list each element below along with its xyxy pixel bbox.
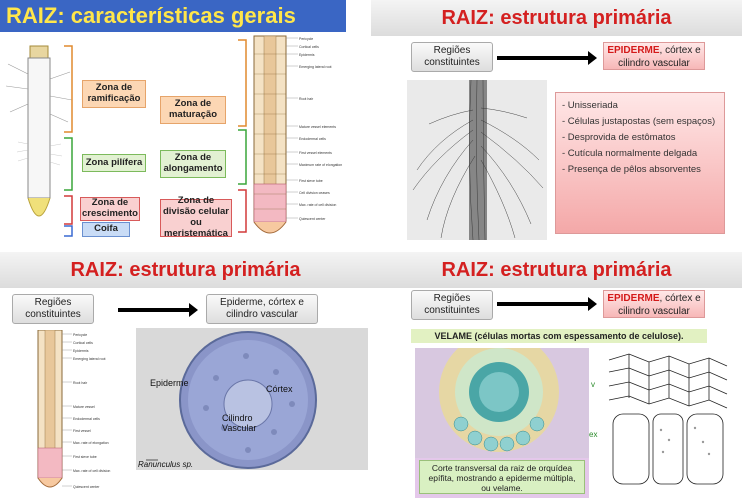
arrow-right [497,51,597,65]
regions-box: Regiões constituintes [12,294,94,324]
svg-text:Emerging lateral root: Emerging lateral root [73,357,106,361]
zone-crescimento: Zona de crescimento [80,197,140,221]
epidermis-features-list: - Unisseriada - Células justapostas (sem… [555,92,725,234]
target-rest: , córtex e cilindro vascular [618,45,701,69]
svg-text:Endodermal cells: Endodermal cells [299,137,326,141]
svg-text:Endodermal cells: Endodermal cells [73,417,100,421]
feature-item: - Cutícula normalmente delgada [562,147,698,159]
svg-text:First sieve tube: First sieve tube [299,179,323,183]
target-box: Epiderme, córtex e cilindro vascular [206,294,318,324]
svg-text:Epidermis: Epidermis [299,53,315,57]
svg-text:Max. rate of cell division: Max. rate of cell division [299,203,336,207]
zone-pilifera: Zona pilífera [82,154,146,172]
panel3-title: RAIZ: estrutura primária [0,252,371,288]
panel4-title: RAIZ: estrutura primária [371,252,742,288]
arrow-right [497,297,597,311]
panel2-title: RAIZ: estrutura primária [371,0,742,36]
zone-divisao-celular: Zona de divisão celular ou meristemática [160,195,232,239]
target-strong: EPIDERME [607,45,660,56]
arrow-right [118,303,198,317]
svg-text:First vessel elements: First vessel elements [299,151,332,155]
feature-item: - Presença de pêlos absorventes [562,163,701,175]
velame-note: VELAME (células mortas com espessamento … [411,329,707,343]
panel-primary-structure-velame: RAIZ: estrutura primária Regiões constit… [371,252,742,504]
svg-text:First sieve tube: First sieve tube [73,455,97,459]
velame-cell-drawing [599,350,735,500]
target-rest: , córtex e cilindro vascular [618,293,701,317]
label-ex: ex [589,430,598,439]
root-drawing-whole [5,45,73,217]
label-cilindro-vascular: Cilindro Vascular [222,413,257,433]
svg-text:Epidermis: Epidermis [73,349,89,353]
panel-primary-structure-regions: RAIZ: estrutura primária Regiões constit… [0,252,371,504]
target-strong: EPIDERME [607,293,660,304]
regions-box: Regiões constituintes [411,290,493,320]
svg-text:Root hair: Root hair [73,381,88,385]
feature-item: - Desprovida de estômatos [562,131,676,143]
label-epiderme: Epiderme [150,378,189,388]
svg-text:Cortical cells: Cortical cells [299,45,319,49]
svg-text:Emerging lateral root: Emerging lateral root [299,65,332,69]
feature-item: - Células justapostas (sem espaços) [562,115,716,127]
svg-text:Max. rate of elongation: Max. rate of elongation [73,441,109,445]
svg-text:Cell division ceases: Cell division ceases [299,191,330,195]
svg-text:Pericycle: Pericycle [299,37,313,41]
panel-primary-structure-epidermis: RAIZ: estrutura primária Regiões constit… [371,0,742,252]
label-cortex: Córtex [266,384,293,394]
svg-text:Cortical cells: Cortical cells [73,341,93,345]
svg-text:Mature vessel elements: Mature vessel elements [299,125,336,129]
svg-text:Maximum rate of elongation: Maximum rate of elongation [299,163,342,167]
target-box: EPIDERME, córtex e cilindro vascular [603,42,705,70]
root-hairs-photo [407,80,547,240]
zone-coifa: Coifa [82,222,130,237]
species-caption: Ranunculus sp. [138,460,194,469]
zone-alongamento: Zona de alongamento [160,150,226,178]
svg-text:Quiescent center: Quiescent center [73,485,100,489]
zone-brackets-left [64,45,73,237]
panel-root-characteristics: RAIZ: características gerais Zona de ram… [0,0,371,252]
zone-maturacao: Zona de maturação [160,96,226,124]
label-v: v [591,380,595,389]
svg-text:Max. rate of cell division: Max. rate of cell division [73,469,110,473]
ranunculus-cross-section [136,328,368,470]
svg-text:Pericycle: Pericycle [73,333,87,337]
svg-text:Root hair: Root hair [299,97,314,101]
regions-box: Regiões constituintes [411,42,493,72]
target-box: EPIDERME, córtex e cilindro vascular [603,290,705,318]
svg-text:First vessel: First vessel [73,429,91,433]
zone-ramificacao: Zona de ramificação [82,80,146,108]
svg-text:Quiescent center: Quiescent center [299,217,326,221]
feature-item: - Unisseriada [562,100,618,111]
svg-text:Mature vessel: Mature vessel [73,405,95,409]
orchid-photo-caption: Corte transversal da raiz de orquídea ep… [419,460,585,494]
panel1-title: RAIZ: características gerais [0,0,346,32]
